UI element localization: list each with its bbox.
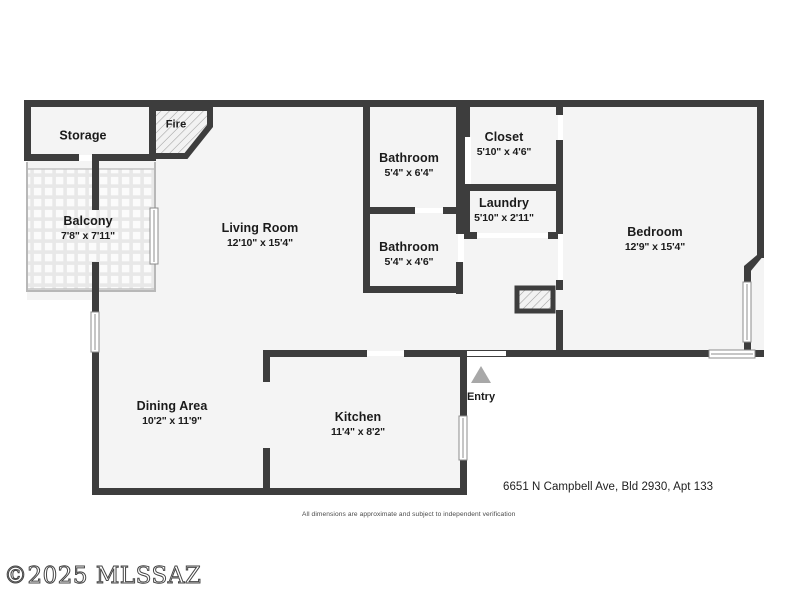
wall-laundry-left — [463, 184, 470, 236]
wall-bedroom-left-a — [556, 103, 563, 115]
door-bathroom-1 — [415, 208, 443, 213]
wall-dining-left-top — [92, 298, 99, 312]
wall-bedroom-bottom — [506, 350, 764, 357]
wall-laundry-bottom-a — [463, 232, 477, 239]
wall-laundry-bottom-b — [548, 232, 563, 239]
wall-bedroom-right-upper — [757, 100, 764, 258]
wall-kitchen-left-lower — [263, 448, 270, 495]
wall-bottom-exterior — [92, 488, 467, 495]
wall-living-bottom-b — [404, 350, 470, 357]
door-laundry — [477, 233, 548, 238]
wall-bedroom-left-b — [556, 140, 563, 184]
door-storage — [79, 155, 92, 161]
utility-hatched-box — [514, 285, 556, 314]
door-entry — [467, 351, 506, 356]
wall-bath-right-mid — [456, 212, 463, 234]
wall-top-exterior — [24, 100, 764, 107]
wall-storage-right — [149, 100, 156, 160]
door-closet — [465, 137, 471, 184]
wall-storage-bottom-right — [92, 154, 156, 161]
wall-living-left-lower — [92, 262, 99, 302]
wall-bath-left — [363, 103, 370, 293]
railing-bottom — [26, 290, 156, 292]
wall-bath-right-lower — [456, 262, 463, 294]
wall-closet-bottom — [463, 184, 563, 191]
wall-bedroom-left-e — [556, 310, 563, 356]
wall-bath2-bottom — [363, 286, 463, 293]
fill-lower-body — [96, 352, 463, 492]
mls-watermark: ©2025 MLSSAZ — [3, 563, 202, 590]
fill-bedroom — [560, 103, 764, 354]
wall-closet-left-upper — [463, 103, 470, 137]
wall-dining-left — [92, 350, 99, 495]
windows-and-doors — [79, 115, 756, 461]
wall-bath-right-upper — [456, 103, 463, 214]
door-bedroom-lower — [558, 234, 563, 280]
wall-living-bottom-a — [263, 350, 367, 357]
opening-living-kitchen — [367, 351, 404, 356]
balcony-floor — [26, 168, 156, 290]
property-address: 6651 N Campbell Ave, Bld 2930, Apt 133 — [503, 481, 714, 493]
wall-living-left-upper — [92, 158, 99, 210]
wall-bath-divider-b — [443, 207, 463, 214]
door-bedroom-upper — [558, 115, 563, 140]
wall-bedroom-left-d — [556, 280, 563, 290]
door-bathroom-2 — [458, 234, 464, 262]
wall-storage-bottom-left — [24, 154, 79, 161]
wall-bedroom-left-c — [556, 184, 563, 234]
wall-bedroom-right-lower-a — [744, 266, 751, 282]
entry-label: Entry — [466, 391, 496, 403]
railing-left — [26, 162, 28, 292]
wall-kitchen-left-upper — [263, 350, 270, 382]
dimensions-disclaimer: All dimensions are approximate and subje… — [302, 511, 516, 518]
room-fills — [27, 103, 764, 492]
wall-bath-divider-a — [363, 207, 415, 214]
triangle-up-icon — [471, 366, 491, 383]
wall-storage-left — [24, 100, 31, 160]
